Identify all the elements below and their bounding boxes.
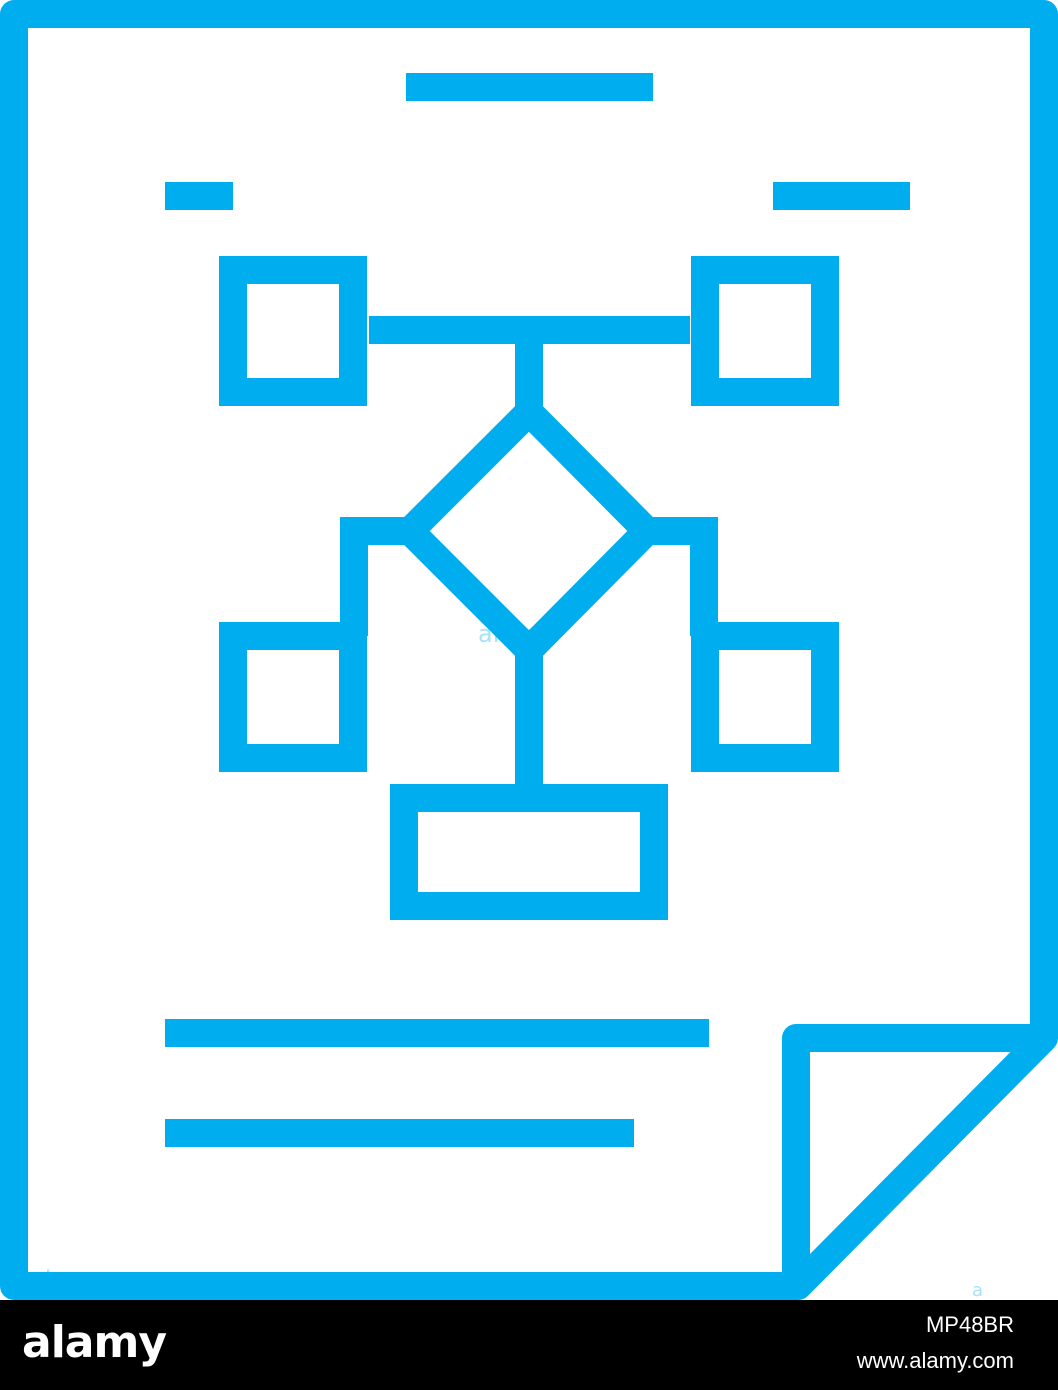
top-right-box bbox=[691, 256, 839, 406]
document-flowchart-icon bbox=[0, 0, 1058, 1300]
site-url-label: www.alamy.com bbox=[856, 1348, 1014, 1373]
mid-right-box bbox=[691, 622, 839, 772]
watermark-footer: alamy MP48BR www.alamy.com bbox=[0, 1300, 1058, 1390]
right-branch bbox=[647, 517, 718, 636]
decision-diamond bbox=[390, 392, 667, 670]
stock-icon-canvas: a a a a a a a alamy a a a a a alamy a a bbox=[0, 0, 1058, 1301]
mid-left-box bbox=[219, 622, 367, 772]
brand-logo: alamy bbox=[22, 1317, 167, 1368]
left-branch bbox=[340, 517, 410, 636]
page-fold bbox=[782, 1024, 1044, 1286]
top-left-box bbox=[219, 256, 367, 406]
image-id-label: MP48BR bbox=[925, 1312, 1014, 1337]
page-outline bbox=[0, 0, 1058, 1300]
bottom-box bbox=[390, 784, 668, 920]
